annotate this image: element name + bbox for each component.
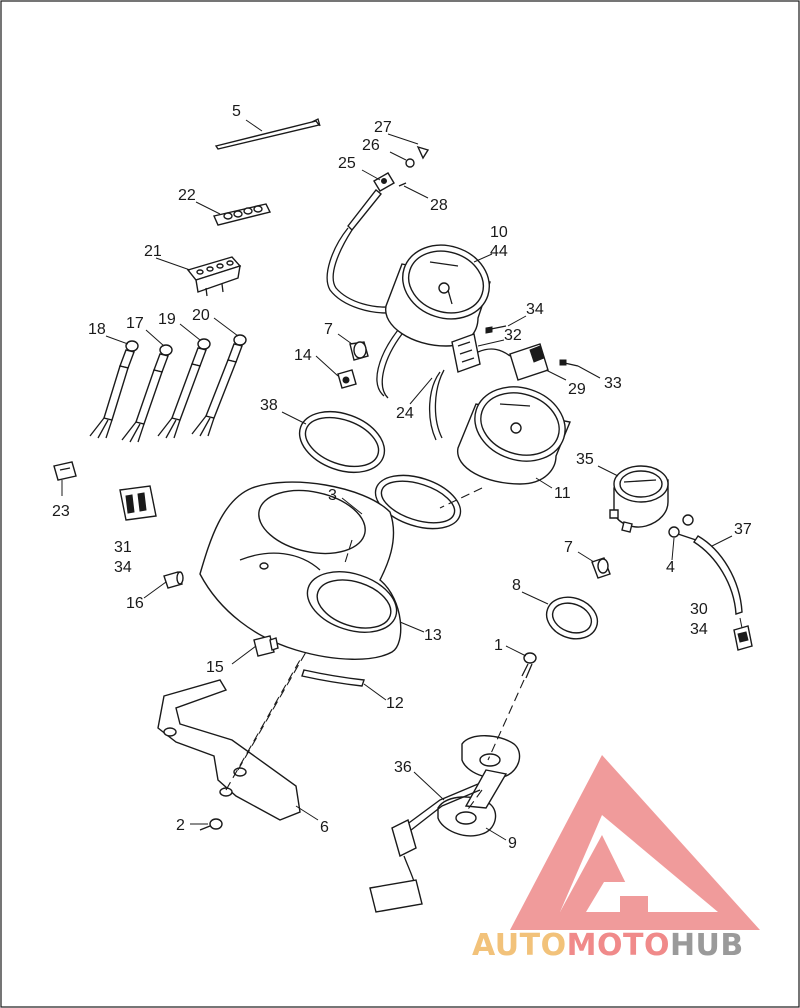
watermark-moto: MOTO: [566, 928, 670, 963]
watermark-hub: HUB: [669, 928, 744, 963]
part-34-terminal: [485, 325, 507, 334]
callout-38: 38: [260, 397, 278, 414]
callout-25: 25: [338, 155, 356, 172]
callout-4: 4: [666, 559, 675, 576]
callout-16: 16: [126, 595, 144, 612]
callout-30: 30: [690, 601, 708, 618]
callout-29: 29: [568, 381, 586, 398]
callout-21: 21: [144, 243, 162, 260]
part-18-lamp-socket: [89, 340, 139, 439]
part-37-wire: [682, 514, 743, 615]
part-15-switch: [253, 635, 279, 657]
callout-36: 36: [394, 759, 412, 776]
callout-11: 11: [554, 485, 571, 502]
callout-24: 24: [396, 405, 414, 422]
part-5-rod: [214, 118, 321, 150]
callout-2: 2: [176, 817, 185, 834]
callout-14: 14: [294, 347, 312, 364]
callout-27: 27: [374, 119, 392, 136]
part-27-clip: [416, 145, 430, 160]
callout-34-right: 34: [690, 621, 708, 638]
callout-44: 44: [490, 243, 508, 260]
callout-26: 26: [362, 137, 380, 154]
callout-18: 18: [88, 321, 106, 338]
part-30-connector: [733, 625, 753, 651]
part-35-fuel-gauge: [609, 465, 669, 533]
part-19-lamp-socket: [157, 338, 211, 439]
part-7-bulb-lower: [591, 557, 611, 579]
callout-3: 3: [328, 487, 337, 504]
part-7-bulb-upper: [349, 341, 369, 361]
callout-9: 9: [508, 835, 517, 852]
callout-28: 28: [430, 197, 448, 214]
callout-12: 12: [386, 695, 404, 712]
part-32-connector: [451, 333, 481, 373]
part-2-screw: [199, 818, 223, 831]
callout-32: 32: [504, 327, 522, 344]
part-26-screw: [405, 158, 415, 168]
part-16-grommet: [163, 571, 184, 589]
callout-22: 22: [178, 187, 196, 204]
part-33-terminal: [559, 359, 579, 367]
part-20-lamp-socket: [191, 334, 247, 437]
automotohub-logo: [510, 755, 760, 930]
callout-23: 23: [52, 503, 70, 520]
assembly-lines: [225, 487, 525, 813]
part-21-indicator-block: [186, 256, 242, 297]
leader-lines: [61, 119, 743, 841]
callout-34-top: 34: [526, 301, 544, 318]
watermark-auto: AUTO: [472, 928, 567, 963]
callout-20: 20: [192, 307, 210, 324]
callout-34-left: 34: [114, 559, 132, 576]
callout-31: 31: [114, 539, 132, 556]
part-23-clip: [53, 461, 77, 481]
callout-35: 35: [576, 451, 594, 468]
part-9-mount-bracket: [437, 735, 521, 837]
part-14-socket: [337, 369, 357, 389]
part-22-grommet: [213, 203, 272, 226]
part-12-trim-strip: [301, 669, 365, 687]
callout-13: 13: [424, 627, 442, 644]
part-10-speedometer: [376, 244, 491, 399]
callout-10: 10: [490, 224, 508, 241]
callout-8: 8: [512, 577, 521, 594]
part-tach-gasket: [374, 474, 462, 530]
part-36-sender-wire: [369, 783, 481, 913]
part-31-connector-block: [119, 485, 157, 521]
part-11-tachometer: [428, 369, 571, 485]
part-25-connector: [373, 172, 395, 192]
watermark-text: AUTOMOTOHUB: [472, 928, 744, 963]
part-1-screw: [521, 652, 537, 679]
part-6-bracket: [157, 679, 301, 821]
part-28-pin: [398, 182, 407, 187]
part-13-console-housing: [199, 481, 402, 660]
callout-1: 1: [494, 637, 503, 654]
part-24-wire-harness: [326, 189, 399, 314]
part-38-gasket: [298, 410, 386, 474]
callout-33: 33: [604, 375, 622, 392]
callouts: 5 27 26 25 28 22 10 44 21 34 18 17 19 20…: [52, 103, 752, 852]
callout-37: 37: [734, 521, 752, 538]
callout-6: 6: [320, 819, 329, 836]
part-17-lamp-socket: [121, 344, 173, 443]
callout-17: 17: [126, 315, 144, 332]
callout-7-lower: 7: [564, 539, 573, 556]
part-4-terminal: [668, 526, 697, 541]
part-8-bezel: [545, 596, 599, 640]
part-29-connector: [477, 343, 549, 381]
callout-15: 15: [206, 659, 224, 676]
callout-19: 19: [158, 311, 176, 328]
callout-5: 5: [232, 103, 241, 120]
callout-7-upper: 7: [324, 321, 333, 338]
